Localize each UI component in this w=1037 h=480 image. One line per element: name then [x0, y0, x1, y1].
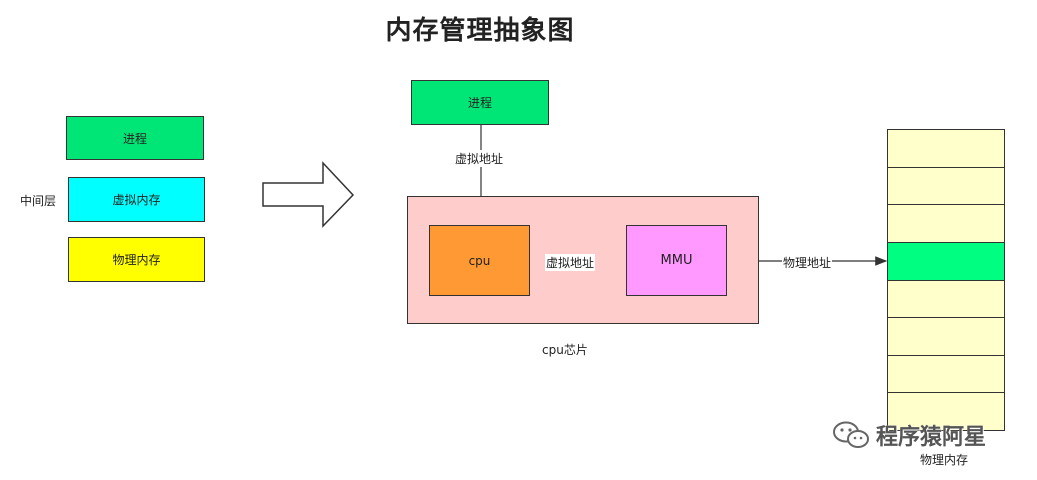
process-label: 进程 — [467, 96, 492, 110]
physical-address-label: 物理地址 — [782, 254, 833, 271]
memory-cell — [888, 167, 1004, 206]
memory-cell — [888, 130, 1004, 168]
cpu-label: cpu — [468, 253, 491, 268]
physical-memory-label: 物理内存 — [920, 453, 969, 467]
watermark-text: 程序猿阿星 — [876, 425, 987, 450]
physical-memory-stack — [887, 129, 1005, 431]
legend-virtual-memory-box: 虚拟内存 — [68, 177, 205, 222]
memory-cell-active — [888, 242, 1004, 281]
memory-cell — [888, 205, 1004, 243]
middle-layer-label: 中间层 — [20, 194, 57, 208]
memory-cell — [888, 318, 1004, 356]
legend-process-box: 进程 — [66, 116, 204, 160]
cpu-chip-label: cpu芯片 — [542, 343, 588, 357]
watermark: 程序猿阿星 — [832, 420, 986, 450]
page-title: 内存管理抽象图 — [385, 16, 575, 46]
mmu-box: MMU — [626, 225, 727, 296]
big-right-arrow — [262, 161, 355, 228]
memory-cell — [888, 355, 1004, 394]
virtual-address-label-mid: 虚拟地址 — [545, 254, 596, 271]
memory-cell — [888, 280, 1004, 319]
legend-physical-memory-label: 物理内存 — [112, 253, 161, 267]
wechat-icon — [833, 421, 869, 448]
memory-cell — [888, 393, 1004, 431]
process-box: 进程 — [411, 80, 549, 125]
cpu-box: cpu — [429, 225, 530, 296]
legend-physical-memory-box: 物理内存 — [68, 237, 205, 282]
legend-virtual-memory-label: 虚拟内存 — [112, 193, 161, 207]
virtual-address-label-top: 虚拟地址 — [454, 150, 505, 167]
mmu-label: MMU — [660, 253, 693, 268]
legend-process-label: 进程 — [122, 131, 147, 146]
